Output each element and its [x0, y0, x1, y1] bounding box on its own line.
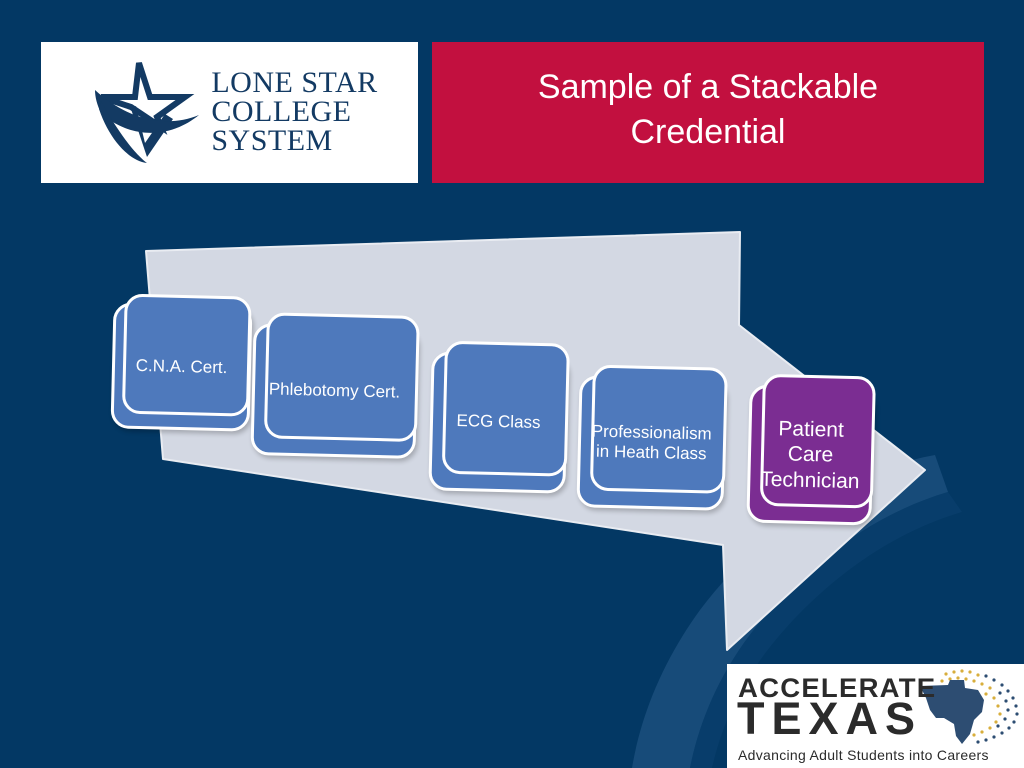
logo-line-3: SYSTEM	[211, 123, 333, 157]
title-banner: Sample of a Stackable Credential	[432, 42, 984, 183]
accelerate-wordmark: ACCELERATE	[738, 673, 937, 703]
process-step-ecg-class[interactable]: ECG Class	[428, 340, 570, 494]
lone-star-college-system-logo: LONE STAR COLLEGE SYSTEM	[81, 57, 377, 169]
process-step-backplate	[263, 312, 420, 443]
process-step-label: Professionalism in Heath Class	[591, 421, 712, 464]
process-step-phlebotomy-cert[interactable]: Phlebotomy Cert.	[250, 312, 420, 459]
accelerate-texas-logo-inner: ACCELERATE TEXAS Advancing Adult Student…	[727, 664, 1024, 768]
texas-state-icon	[920, 669, 1019, 744]
lone-star-college-wordmark: LONE STAR COLLEGE SYSTEM	[211, 66, 378, 157]
page-title-line-2: Credential	[630, 112, 786, 151]
lone-star-college-logo-box: LONE STAR COLLEGE SYSTEM	[41, 42, 418, 183]
process-step-backplate	[441, 340, 570, 477]
process-step-label: Phlebotomy Cert.	[268, 379, 401, 402]
process-step-patient-care-technician[interactable]: Patient Care Technician	[746, 373, 876, 526]
logo-line-1: LONE STAR	[211, 66, 378, 100]
lone-star-logo-star-icon	[95, 61, 200, 163]
process-step-professionalism-class[interactable]: Professionalism in Heath Class	[576, 364, 728, 511]
page-title-line-1: Sample of a Stackable	[537, 68, 879, 107]
page-title: Sample of a Stackable Credential	[538, 65, 878, 153]
accelerate-texas-logo: ACCELERATE TEXAS Advancing Adult Student…	[727, 664, 1024, 768]
texas-wordmark: TEXAS	[737, 693, 923, 744]
process-step-label: ECG Class	[456, 411, 541, 433]
accelerate-texas-tagline: Advancing Adult Students into Careers	[738, 747, 989, 763]
process-step-cna-cert[interactable]: C.N.A. Cert.	[110, 293, 253, 432]
process-step-label: Patient Care Technician	[760, 417, 860, 493]
logo-line-2: COLLEGE	[211, 95, 352, 129]
process-step-label: C.N.A. Cert.	[135, 355, 228, 378]
